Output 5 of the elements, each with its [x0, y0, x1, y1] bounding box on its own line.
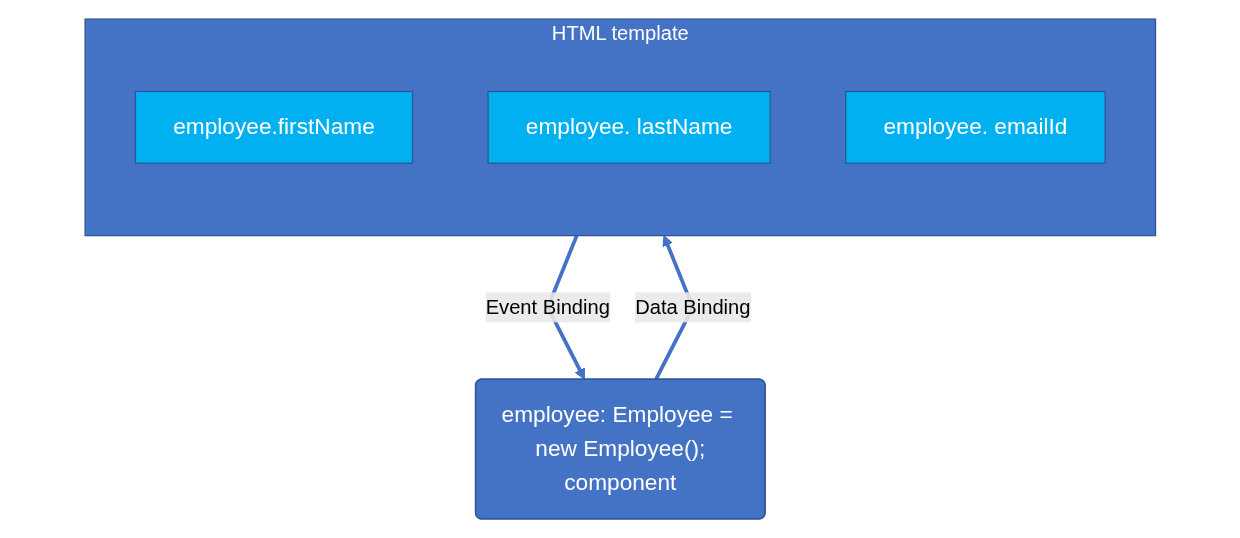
edge-label: Data Binding	[634, 296, 751, 318]
edge-label: Event Binding	[485, 296, 610, 318]
node-box: employee. lastName	[487, 90, 771, 164]
node-box: employee. emailId	[844, 90, 1106, 164]
node-box: employee.firstName	[134, 90, 413, 164]
